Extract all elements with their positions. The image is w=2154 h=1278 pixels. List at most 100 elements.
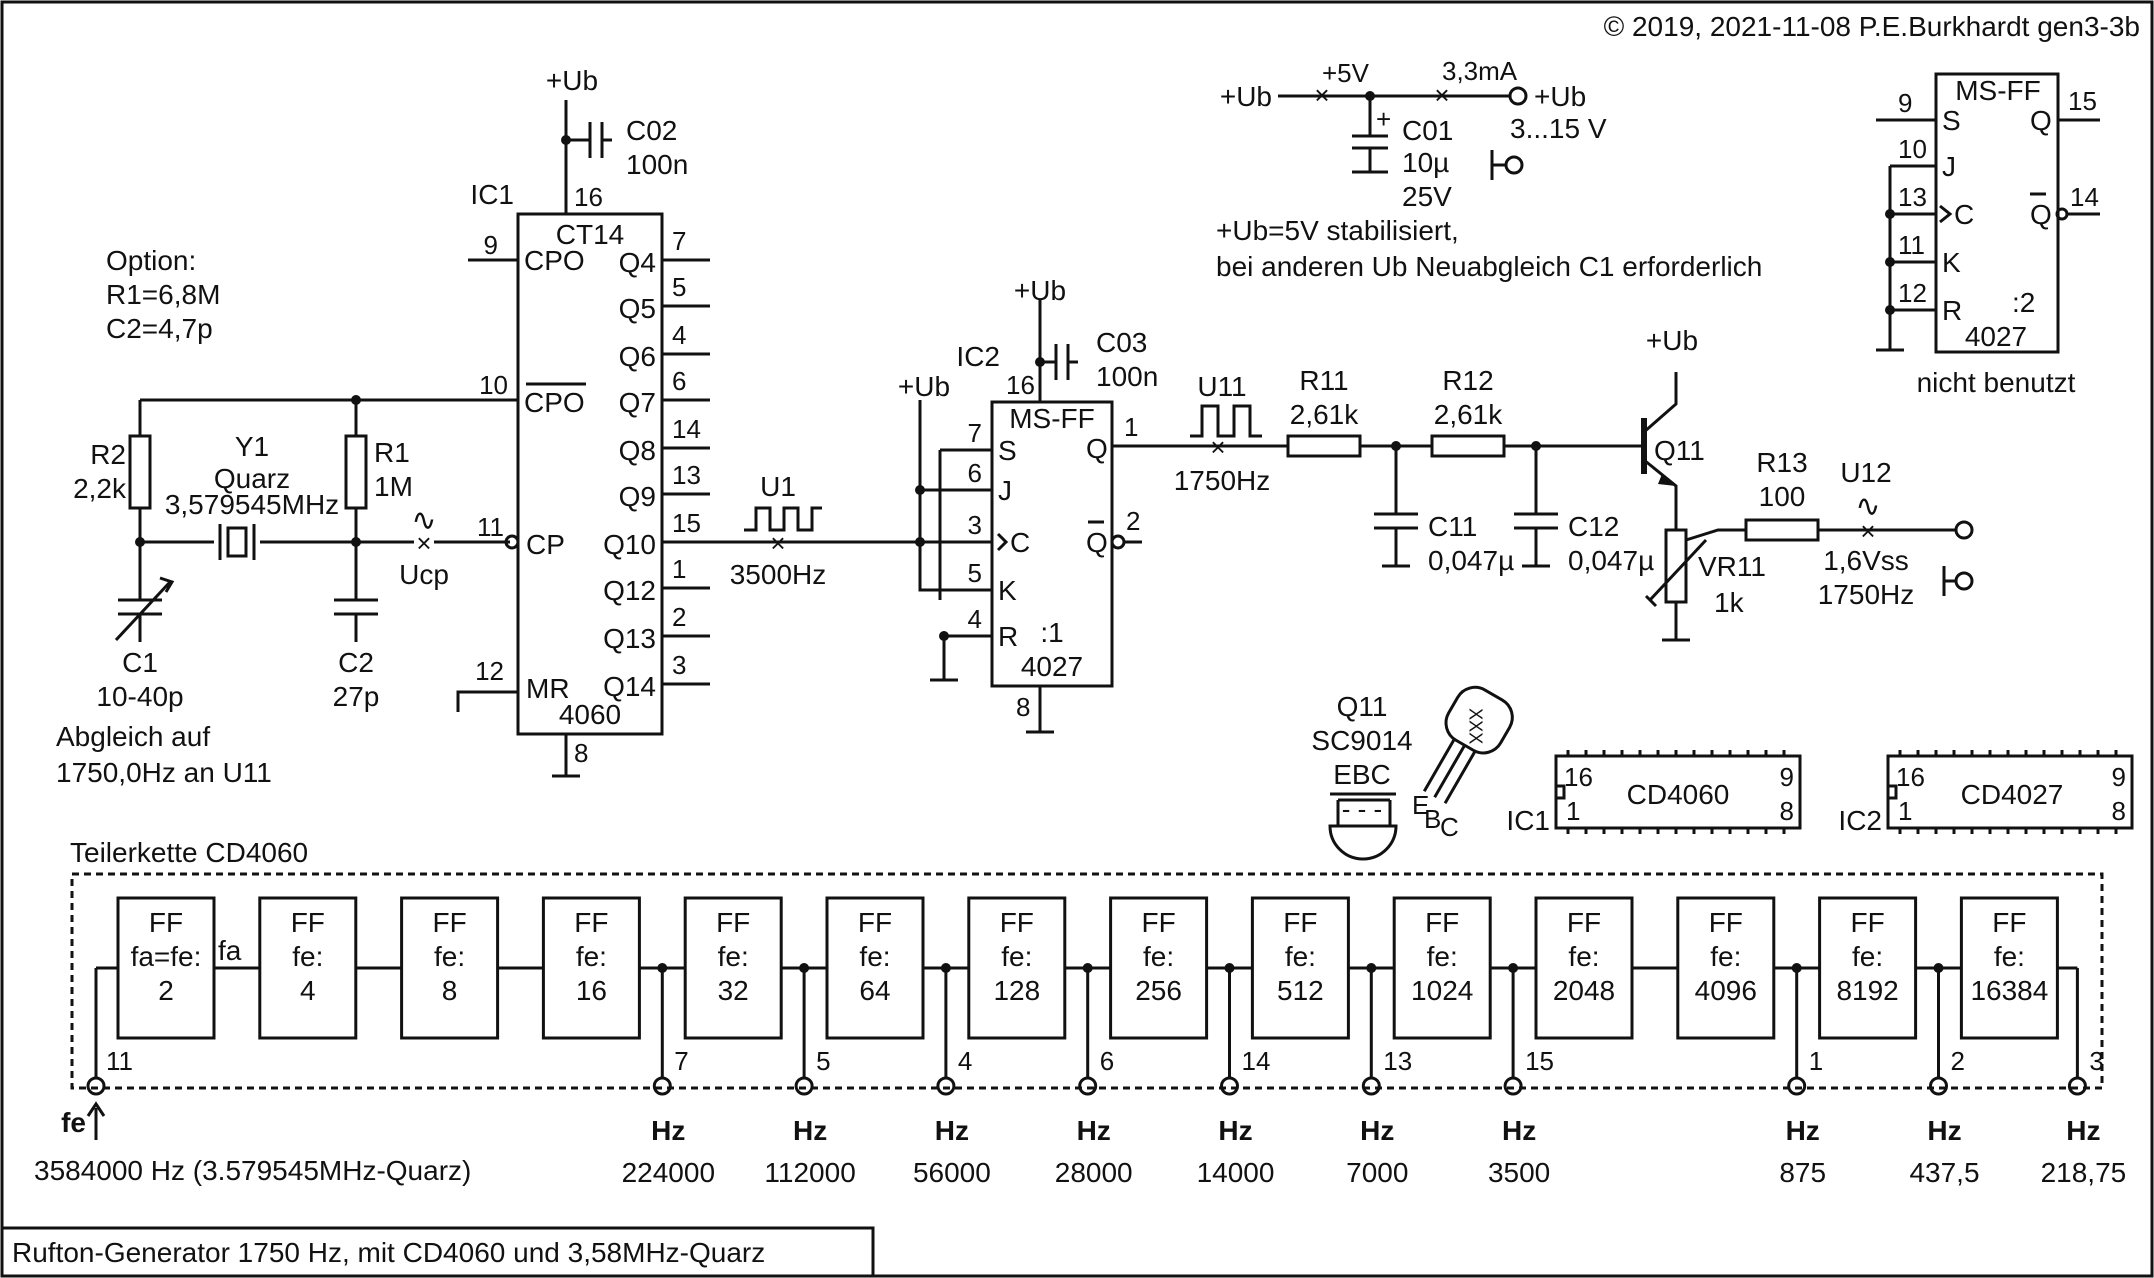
svg-text:∿: ∿ <box>411 503 436 538</box>
ic1-pin-3: 3 <box>672 650 686 680</box>
supply-gnd-terminal <box>1504 155 1524 175</box>
c01-value: 10µ <box>1402 147 1449 178</box>
c1-label: C1 <box>122 647 158 678</box>
divider-block-ff: FF <box>1283 907 1317 938</box>
unused-ff-function: MS-FF <box>1955 75 2041 106</box>
divider-tap-terminal <box>652 1076 672 1096</box>
divider-block-ratio: 16384 <box>1970 975 2048 1006</box>
divider-tap-pin: 15 <box>1525 1046 1554 1076</box>
divider-tap-pin: 5 <box>816 1046 830 1076</box>
divider-block-ratio: 4 <box>300 975 316 1006</box>
ic1-pin-q7: Q7 <box>619 387 656 418</box>
divider-tap-terminal <box>936 1076 956 1096</box>
divider-tap-pin: 4 <box>958 1046 972 1076</box>
ic1-pin-1: 1 <box>672 554 686 584</box>
r12-resistor <box>1430 434 1506 458</box>
svg-text:×: × <box>770 528 785 558</box>
ic2-divider: :1 <box>1040 617 1063 648</box>
ic2-package-pin1: 1 <box>1898 796 1912 826</box>
divider-block-ff: FF <box>291 907 325 938</box>
ic1-pin-q9: Q9 <box>619 481 656 512</box>
chain-input-frequency: 3584000 Hz (3.579545MHz-Quarz) <box>34 1155 471 1186</box>
c03-value: 100n <box>1096 361 1158 392</box>
supply-current-label: 3,3mA <box>1442 56 1518 86</box>
ic2-pin-6: 6 <box>968 458 982 488</box>
ic2-pin-3: 3 <box>968 510 982 540</box>
divider-tap-unit: Hz <box>2066 1115 2100 1146</box>
q11-pin-b: B <box>1424 804 1441 834</box>
ic1-package-body <box>1554 754 1802 830</box>
q11-pin-c: C <box>1440 812 1459 842</box>
ic2-pin-k: K <box>998 575 1017 606</box>
ic1-pin-q12: Q12 <box>603 575 656 606</box>
divider-tap-frequency: 224000 <box>622 1157 715 1188</box>
ic1-package-pin8: 8 <box>1780 796 1794 826</box>
divider-block-ff: FF <box>432 907 466 938</box>
svg-text:∿: ∿ <box>1855 489 1880 524</box>
divider-tap-terminal <box>1503 1076 1523 1096</box>
divider-block-ff: FF <box>1000 907 1034 938</box>
r13-label: R13 <box>1756 447 1807 478</box>
unused-ff-pin-9: 9 <box>1898 88 1912 118</box>
caption-text: Rufton-Generator 1750 Hz, mit CD4060 und… <box>12 1237 765 1268</box>
divider-block-ratio: 8192 <box>1836 975 1898 1006</box>
divider-tap-unit: Hz <box>1927 1115 1961 1146</box>
svg-text:×: × <box>1434 80 1449 110</box>
supply-out-terminal <box>1508 86 1528 106</box>
svg-text:×: × <box>416 528 431 558</box>
divider-tap-pin: 7 <box>674 1046 688 1076</box>
ic2-pin-5: 5 <box>968 558 982 588</box>
divider-tap-unit: Hz <box>793 1115 827 1146</box>
c12-label: C12 <box>1568 511 1619 542</box>
supply-5v-label: +5V <box>1322 58 1370 88</box>
c02-label: C02 <box>626 115 677 146</box>
divider-block-fe: fe: <box>1427 941 1458 972</box>
divider-tap-unit: Hz <box>1360 1115 1394 1146</box>
r11-label: R11 <box>1299 365 1348 396</box>
ic2-pin-q: Q <box>1086 433 1108 464</box>
ic2-function: MS-FF <box>1009 403 1095 434</box>
q11-ref: Q11 <box>1337 691 1388 722</box>
ic2-vcc-pin: 16 <box>1006 370 1035 400</box>
output-stage: +Ub Q11 VR11 1k R13 100 × ∿ U12 1,6Vss 1… <box>1641 325 1974 642</box>
unused-ff-pin-13: 13 <box>1898 182 1927 212</box>
r11-value: 2,61k <box>1290 399 1359 430</box>
chain-input-pin: 11 <box>106 1046 133 1076</box>
divider-block-fe: fe: <box>1852 941 1883 972</box>
chain-fa-label: fa <box>218 935 242 966</box>
ic1-pin-cpo: CPO <box>524 245 585 276</box>
divider-tap-frequency: 112000 <box>764 1157 855 1188</box>
to92-package-sketch: XXX <box>1422 685 1514 804</box>
ic2-pin-c: C <box>1010 527 1030 558</box>
divider-tap-terminal <box>1929 1076 1948 1096</box>
ic2-gnd-pin: 8 <box>1016 692 1030 722</box>
ic2-ub-left-label: +Ub <box>898 371 950 402</box>
ic2-pin-1: 1 <box>1124 412 1138 442</box>
supply-note-1: +Ub=5V stabilisiert, <box>1216 215 1459 246</box>
divider-tap-terminal <box>2067 1076 2087 1096</box>
ic1-function: CT14 <box>556 219 624 250</box>
divider-tap-unit: Hz <box>1786 1115 1820 1146</box>
option-title: Option: <box>106 245 196 276</box>
divider-tap-frequency: 875 <box>1779 1157 1826 1188</box>
divider-tap-unit: Hz <box>1077 1115 1111 1146</box>
ic1-pin-q6: Q6 <box>619 341 656 372</box>
q11-label: Q11 <box>1654 435 1705 466</box>
ic1-pin-12: 12 <box>475 656 504 686</box>
divider-block-ratio: 4096 <box>1695 975 1757 1006</box>
divider-tap-pin: 13 <box>1383 1046 1412 1076</box>
vr11-label: VR11 <box>1698 551 1766 582</box>
divider-block-fe: fe: <box>1001 941 1032 972</box>
divider-block-fe: fe: <box>1710 941 1741 972</box>
u1-frequency: 3500Hz <box>730 559 827 590</box>
oscillator-section: R2 2,2k R1 1M Y1 Quarz 3,579545MHz × ∿ U… <box>56 395 510 788</box>
ic1-body <box>516 212 664 736</box>
unused-ff-pin-10: 10 <box>1898 134 1927 164</box>
svg-text:×: × <box>1314 80 1329 110</box>
supply-note-2: bei anderen Ub Neuabgleich C1 erforderli… <box>1216 251 1762 282</box>
divider-tap-pin: 14 <box>1242 1046 1271 1076</box>
output-terminal <box>1954 520 1974 540</box>
ic1-pin-11: 11 <box>477 512 504 542</box>
